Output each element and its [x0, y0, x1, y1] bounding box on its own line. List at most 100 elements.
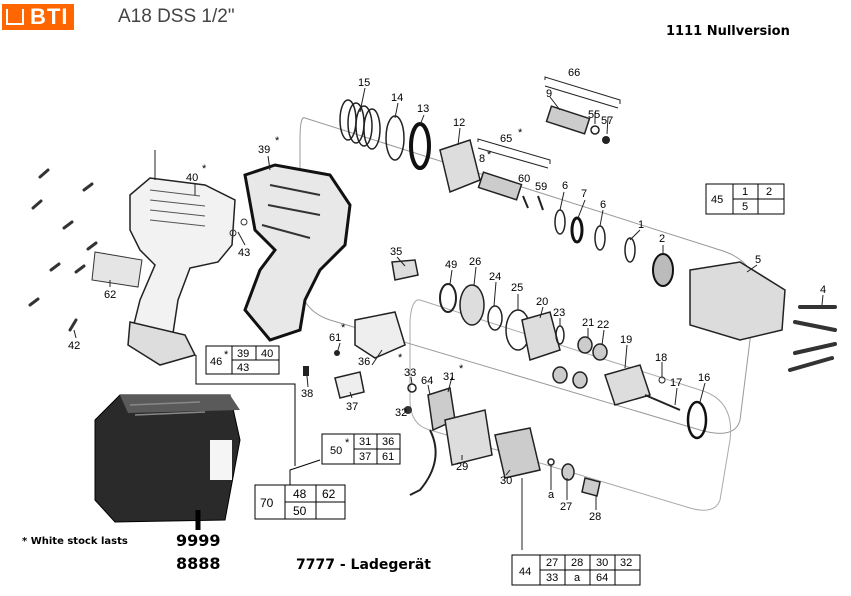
kit-44-cell: 32 [620, 557, 632, 569]
fan-28 [581, 477, 601, 497]
callout-30: 30 [500, 475, 512, 487]
belt-clip-35 [391, 259, 419, 281]
callout-9: 9 [546, 88, 552, 100]
front-housing-5 [689, 261, 786, 341]
washer-14 [385, 115, 405, 161]
front-screws-4 [788, 305, 837, 372]
callout-59: 59 [535, 181, 547, 193]
housing-foot [127, 321, 197, 366]
kit-46-cell: 39 [237, 348, 249, 360]
washer-24 [487, 305, 503, 331]
version-label: 1111 Nullversion [666, 24, 790, 39]
shaft-17 [644, 394, 681, 411]
callout-6a: 6 [562, 180, 568, 192]
callout-12: 12 [453, 117, 465, 129]
callout-40-star: * [202, 163, 207, 175]
callout-57: 57 [601, 115, 613, 127]
callout-62: 62 [104, 289, 116, 301]
callout-35: 35 [390, 246, 402, 258]
callout-43: 43 [238, 247, 250, 259]
ring-7 [570, 216, 584, 244]
part-33 [407, 383, 417, 393]
label-sticker [91, 251, 143, 288]
spring-15 [339, 99, 381, 150]
stator-29 [444, 409, 493, 466]
callout-31-star: * [459, 363, 464, 375]
kit-connectors [195, 355, 321, 486]
part-a [547, 458, 555, 466]
hammer-19 [604, 364, 651, 406]
trigger-37 [334, 371, 365, 399]
screw-set [28, 168, 98, 332]
washer-6b [594, 225, 606, 251]
kit-45-cell: 2 [766, 186, 772, 198]
callout-18: 18 [655, 352, 667, 364]
kit-50-cell: 31 [359, 436, 371, 448]
kit-44-cell: 30 [596, 557, 608, 569]
callout-64: 64 [421, 375, 433, 387]
housing-half-40 [129, 177, 236, 353]
brand-logo: BTI [2, 4, 75, 30]
callout-36-star: * [398, 352, 403, 364]
callout-49: 49 [445, 259, 457, 271]
planet-21a [577, 336, 593, 354]
part-32 [404, 406, 412, 414]
ring-13 [409, 122, 431, 170]
kit-44-cell: a [574, 572, 581, 584]
callout-1: 1 [638, 219, 644, 231]
anvil-8 [477, 171, 523, 201]
rotor-30 [494, 427, 541, 479]
kit-44-id: 44 [519, 566, 531, 578]
callout-8: 8 [479, 153, 485, 165]
pin-60 [522, 195, 529, 209]
callout-39-star: * [275, 135, 280, 147]
callout-15: 15 [358, 77, 370, 89]
kit-46-cell: 40 [261, 348, 273, 360]
kit-46-cell: 43 [237, 362, 249, 374]
ring-23 [555, 325, 565, 345]
kit-45-cell: 5 [742, 201, 748, 213]
callout-22: 22 [597, 319, 609, 331]
part-38 [303, 366, 309, 376]
kit-table-50: 50 * 31 36 37 61 [321, 433, 401, 465]
callout-labels: 15 14 13 12 66 9 55 57 65 * 8 * 60 59 6 … [68, 67, 826, 523]
planet-21c [552, 366, 568, 384]
callout-21: 21 [582, 317, 594, 329]
callout-42: 42 [68, 340, 80, 352]
callout-16: 16 [698, 372, 710, 384]
bearing-2 [652, 253, 674, 287]
kit-44-cell: 64 [596, 572, 608, 584]
brand-mark-icon [6, 9, 24, 25]
bearing-27 [561, 463, 575, 481]
callout-65-star: * [518, 127, 523, 139]
callout-33: 33 [404, 367, 416, 379]
callout-25: 25 [511, 282, 523, 294]
planet-21b [592, 343, 608, 361]
part-57 [602, 136, 610, 144]
screw-43a [229, 229, 237, 237]
callout-65: 65 [500, 133, 512, 145]
brand-name: BTI [30, 4, 69, 29]
battery-code: 9999 [176, 531, 221, 550]
spindle-9 [545, 105, 591, 135]
callout-60: 60 [518, 173, 530, 185]
kit-44-cell: 27 [546, 557, 558, 569]
kit-70-cell: 50 [293, 504, 307, 518]
kit-table-46: 46 * 39 40 43 [205, 345, 280, 375]
kit-table-45: 45 1 2 5 [705, 183, 785, 215]
callout-39: 39 [258, 144, 270, 156]
wiring-31 [409, 429, 437, 496]
assembly-outline-bottom [409, 299, 732, 511]
screw-43b [240, 218, 248, 226]
kit-50-star: * [345, 437, 350, 449]
callout-4: 4 [820, 284, 826, 296]
model-title: A18 DSS 1/2" [118, 6, 235, 27]
callout-2: 2 [659, 233, 665, 245]
gear-housing-12 [439, 139, 481, 194]
callout-66: 66 [568, 67, 580, 79]
kit-70-cell: 48 [293, 487, 307, 501]
callout-38: 38 [301, 388, 313, 400]
secondary-code: 8888 [176, 554, 221, 573]
ring-1 [624, 237, 636, 263]
